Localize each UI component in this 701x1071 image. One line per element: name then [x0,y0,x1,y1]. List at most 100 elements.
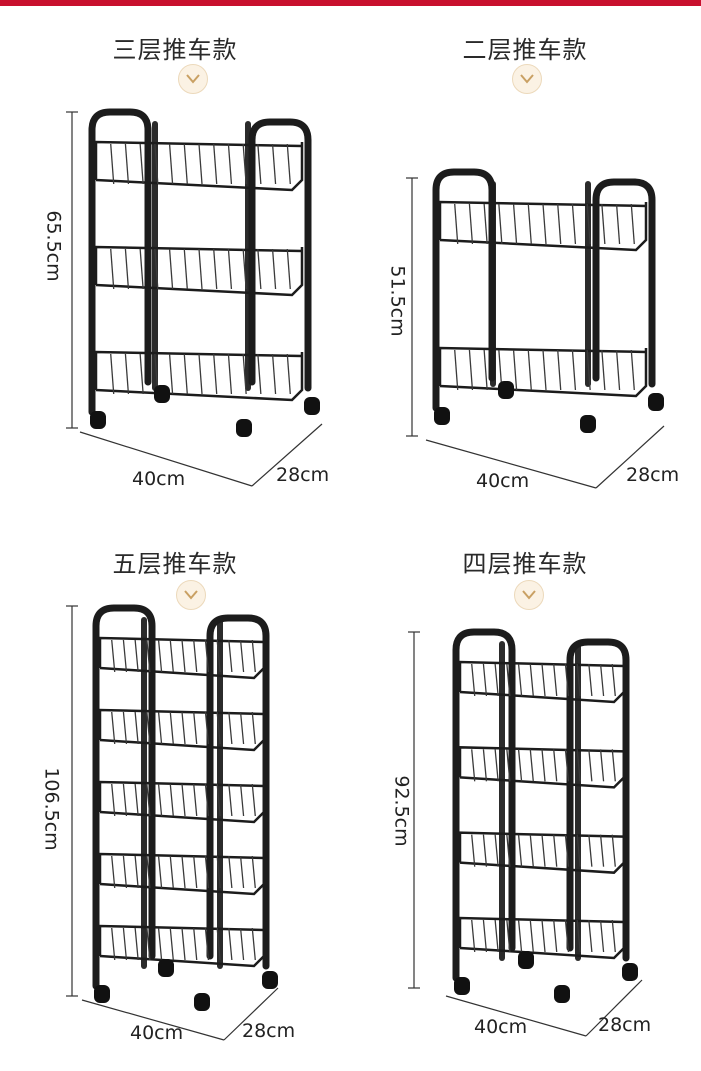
depth-dimension: 28cm [626,464,680,486]
basket-wire [576,749,581,782]
basket-wire [124,353,130,395]
basket-wire [494,919,499,953]
basket-wire [181,927,186,961]
basket-wire [110,353,115,395]
product-title: 三层推车款 [112,36,238,64]
handle-frame [88,108,152,416]
chevron-down-icon [176,580,206,610]
basket-wire [110,248,115,290]
basket-wire [599,749,605,782]
basket-wire [168,353,174,395]
basket-wire [553,834,558,867]
width-dimension: 40cm [132,468,186,490]
basket-wire [541,919,546,953]
basket-wire [193,855,198,889]
handle-frame [566,638,630,962]
width-dimension: 40cm [130,1022,184,1044]
basket-wire [242,143,247,185]
cart-illustration [406,168,665,489]
basket-wire [227,248,233,290]
basket-wire [527,203,532,245]
handle-frame [432,168,496,412]
caster-wheel [262,971,278,989]
basket-wire [216,927,221,961]
wire-basket [438,346,648,398]
basket-wire [213,353,218,395]
basket-wire [228,639,233,673]
depth-dimension: 28cm [598,1014,652,1036]
basket-wire [512,203,518,245]
width-dimension-line [81,999,225,1041]
basket-wire [564,834,570,867]
basket-wire [494,749,499,782]
basket-wire [168,143,174,185]
basket-wire [193,639,198,673]
basket-wire [213,248,218,290]
basket-wire [181,639,186,673]
basket-wire [541,663,546,697]
width-dimension: 40cm [476,470,530,492]
basket-wire [517,834,523,867]
basket-wire [482,834,488,867]
basket-wire [512,349,518,391]
basket-wire [169,639,174,673]
basket-wire [286,353,291,395]
basket-wire [204,927,210,961]
basket-wire [183,143,188,185]
handle-frame [92,604,156,990]
basket-wire [468,203,474,245]
basket-wire [506,834,511,867]
basket-wire [146,855,151,889]
basket-wire [286,143,291,185]
basket-wire [242,248,247,290]
chevron-down-icon [514,580,544,610]
basket-wire [134,711,139,745]
basket-wire [527,349,532,391]
basket-wire [204,783,210,817]
caster-wheel [194,993,210,1011]
product-title: 五层推车款 [112,550,238,578]
basket-wire [124,143,130,185]
depth-dimension: 28cm [242,1020,296,1042]
basket-wire [564,919,570,953]
basket-wire [251,639,256,673]
basket-wire [193,711,198,745]
caster-wheel [648,393,664,411]
handle-frame [248,118,312,392]
basket-wire [204,639,210,673]
basket-wire [483,349,488,391]
width-dimension: 40cm [474,1016,528,1038]
basket-wire [181,711,186,745]
wire-basket [458,746,626,789]
basket-wire [239,639,245,673]
basket-wire [271,353,277,395]
basket-wire [134,927,139,961]
basket-wire [169,855,174,889]
basket-wire [471,834,476,867]
product-two-tier: 二层推车款 51.5cm 40cm 28cm [350,0,700,530]
caster-wheel [304,397,320,415]
width-dimension-line [79,431,253,487]
basket-wire [257,143,262,185]
basket-wire [239,711,245,745]
basket-wire [553,663,558,697]
basket-wire [183,353,188,395]
basket-wire [542,349,547,391]
basket-wire [611,749,616,782]
basket-wire [242,353,247,395]
basket-wire [111,783,116,817]
wire-basket [98,924,266,968]
cart-illustration [408,628,643,1037]
basket-wire [204,855,210,889]
basket-wire [517,663,523,697]
basket-wire [517,919,523,953]
product-four-tier: 四层推车款 92.5cm 40cm 28cm [350,530,700,1060]
caster-wheel [498,381,514,399]
basket-wire [122,639,128,673]
wire-basket [94,140,304,192]
basket-wire [557,203,562,245]
caster-wheel [158,959,174,977]
basket-wire [471,663,476,697]
basket-wire [471,919,476,953]
height-dimension: 106.5cm [40,767,63,851]
